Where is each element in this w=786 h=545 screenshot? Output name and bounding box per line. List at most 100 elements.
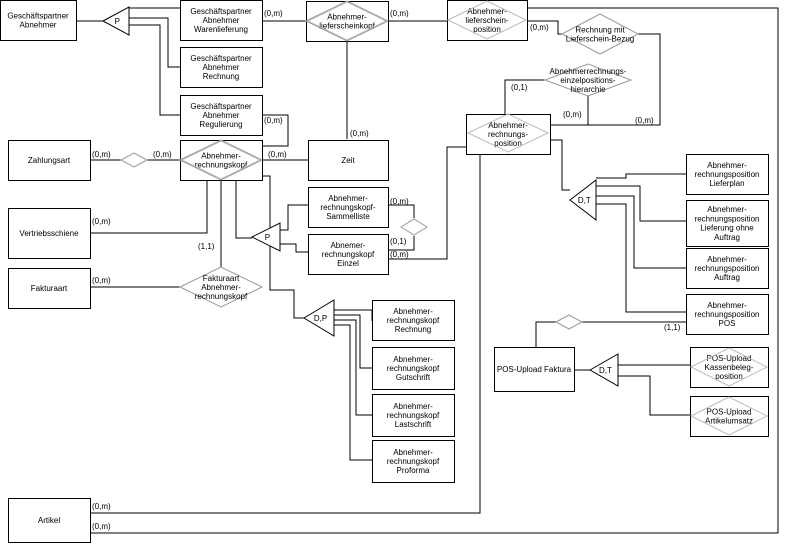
entity-gp-warenlieferung-label-line: Abnehmer (203, 16, 240, 25)
entity-gp-abnehmer-label-line: Geschäftspartner (7, 11, 69, 20)
cardinality-einzel-sammel-a: (0,m) (390, 197, 409, 206)
relationship-lieferscheinkopf[interactable]: Abnehmer-lieferscheinkopf (304, 0, 390, 42)
entity-vertriebsschiene[interactable]: Vertriebsschiene (8, 208, 91, 259)
entity-artikel[interactable]: Artikel (8, 498, 91, 543)
cardinality-artikel-rp: (0,m) (92, 502, 111, 511)
cardinalities: (0,m) (0,m) (0,m) (0,m) (0,m) (0,m) (0,m) (0,m)… (92, 9, 681, 531)
entity-ark-einzel-label-line: rechnungskopf (322, 250, 375, 259)
relationship-rechnungskopf-label-line: Abnehmer- (201, 151, 241, 160)
entity-rp-pos-label-line: Abnehmer- (707, 301, 747, 310)
entity-lieferschein-position-label-line: position (473, 25, 501, 34)
entity-rp-auftrag-label-line: Auftrag (714, 273, 740, 282)
entity-ark-sammelliste[interactable]: Abnehmer-rechnungskopf-Sammelliste (308, 187, 389, 228)
relationship-rechnungskopf-label-line: rechnungskopf (195, 161, 248, 170)
entity-rp-lieferung-ohne-auftrag-label-line: Lieferung ohne (700, 224, 754, 233)
zahlungsart-relationship-diamond[interactable] (119, 152, 149, 168)
cardinality-lk-lsp: (0,m) (390, 9, 409, 18)
pos-relationship-diamond[interactable] (554, 314, 584, 330)
cardinality-vertriebsschiene-rk: (0,m) (92, 217, 111, 226)
cardinality-regulierung-rk: (0,m) (264, 116, 283, 125)
relationship-fakturaart-abnehmer-label-line: rechnungskopf (195, 292, 248, 301)
relationship-hierarchie[interactable]: Abnehmerrechnungs-einzelpositions-hierar… (543, 63, 633, 97)
entity-rp-pos-label-line: rechnungsposition (695, 310, 760, 319)
cardinality-zahlungsart-rel: (0,m) (92, 150, 111, 159)
entity-fakturaart-label-line: Fakturaart (31, 284, 68, 293)
entity-ark-proforma-label-line: Proforma (397, 466, 430, 475)
entity-pos-upload-faktura-label-line: POS-Upload Faktura (497, 365, 572, 374)
entity-ark-lastschrift-label-line: Abnehmer- (393, 402, 433, 411)
entity-ark-rechnung-label-line: Abnehmer- (393, 307, 433, 316)
entity-artikel-label-line: Artikel (38, 516, 60, 525)
entity-rp-auftrag-label-line: rechnungsposition (695, 264, 760, 273)
sammel-einzel-relationship-diamond[interactable] (400, 218, 428, 236)
entity-rechnungsposition-label-line: Abnehmer- (488, 121, 528, 130)
inner-diamond (689, 396, 769, 436)
cardinality-rk-fakturaart-rel: (1,1) (198, 242, 215, 251)
relationship-rechnungskopf[interactable]: Abnehmer-rechnungskopf (178, 139, 264, 181)
inner-diamond (306, 1, 388, 41)
entity-pos-kassenbeleg-label-line: position (715, 372, 743, 381)
cardinality-lsp-rmlb: (0,m) (530, 23, 549, 32)
entity-pos-artikelumsatz-label-line: POS-Upload (707, 407, 752, 416)
specializations: P P D,P D,T D,T (101, 6, 619, 387)
cardinality-artikel-lsp: (0,m) (92, 522, 111, 531)
specialization-kopf[interactable]: D,P (303, 299, 335, 337)
entity-gp-regulierung-label-line: Regulierung (199, 120, 242, 129)
entity-zeit[interactable]: Zeit (308, 140, 389, 181)
relationship-lieferscheinkopf-label-line: Abnehmer- (327, 12, 367, 21)
entity-rp-pos-label-line: POS (719, 319, 736, 328)
specialization-pos-upload[interactable]: D,T (588, 353, 619, 387)
entity-pos-upload-faktura[interactable]: POS-Upload Faktura (494, 347, 575, 392)
specialization-sammel[interactable]: P (250, 222, 281, 252)
entity-gp-warenlieferung-label-line: Warenlieferung (194, 25, 248, 34)
connector-lines (76, 7, 779, 534)
specialization-label: D,T (578, 196, 591, 205)
relationships: Abnehmer-lieferscheinkopfAbnehmer-rechnu… (119, 0, 769, 436)
entity-zahlungsart[interactable]: Zahlungsart (8, 140, 91, 181)
entity-lieferschein-position[interactable]: Abnehmer-lieferschein-position (447, 0, 528, 41)
relationship-rechnung-lieferschein-label-line: Rechnung mit (575, 25, 625, 34)
entity-ark-lastschrift-label-line: rechnungskopf (387, 411, 440, 420)
entity-gp-rechnung-label-line: Geschäftspartner (190, 54, 252, 63)
entity-ark-sammelliste-label-line: Sammelliste (326, 212, 370, 221)
entity-rechnungsposition-label-line: position (494, 139, 522, 148)
entity-ark-lastschrift-label-line: Lastschrift (395, 420, 432, 429)
cardinality-rp-pos-rel: (1,1) (664, 323, 681, 332)
specialization-gp[interactable]: P (101, 6, 130, 36)
relationship-fakturaart-abnehmer-label-line: Abnehmer- (201, 283, 241, 292)
entity-pos-kassenbeleg-label-line: POS-Upload (707, 354, 752, 363)
entity-rechnungsposition-label-line: rechnungs- (488, 130, 528, 139)
specialization-position[interactable]: D,T (569, 178, 597, 222)
relationship-fakturaart-abnehmer-label-line: Fakturaart (203, 274, 240, 283)
cardinality-fakturaart-rel: (0,m) (92, 276, 111, 285)
entity-ark-sammelliste-label-line: Abnehmer- (328, 194, 368, 203)
entity-rechnungsposition[interactable]: Abnehmer-rechnungs-position (466, 114, 551, 155)
cardinality-hier-lower: (0,m) (563, 110, 582, 119)
cardinality-einzel-sammel-b: (0,1) (390, 237, 407, 246)
cardinality-rk-zeit: (0,m) (268, 150, 287, 159)
entity-ark-proforma-label-line: rechnungskopf (387, 457, 440, 466)
entity-ark-rechnung-label-line: rechnungskopf (387, 316, 440, 325)
entity-rp-lieferung-ohne-auftrag-label-line: Auftrag (714, 233, 740, 242)
entity-ark-gutschrift-label-line: Abnehmer- (393, 355, 433, 364)
entity-fakturaart[interactable]: Fakturaart (8, 268, 91, 309)
relationship-rechnung-lieferschein-label-line: Lieferschein-Bezug (566, 35, 634, 44)
